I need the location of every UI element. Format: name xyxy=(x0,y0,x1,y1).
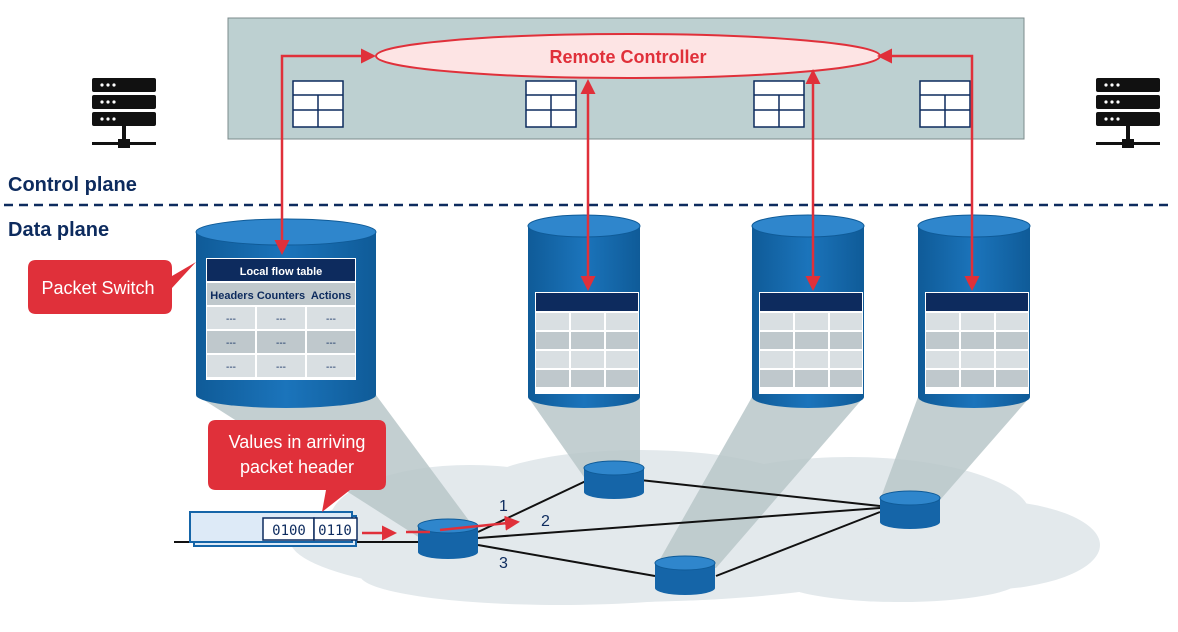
table-icon xyxy=(292,80,344,128)
header-callout-line2: packet header xyxy=(240,457,354,477)
port-label: 2 xyxy=(541,513,550,530)
small-switch xyxy=(879,490,941,529)
flow-table-cell: --- xyxy=(226,338,236,349)
header-values-callout: Values in arriving packet header xyxy=(208,420,386,512)
flow-table-title: Local flow table xyxy=(240,266,323,278)
switch-cylinder-2 xyxy=(527,214,641,408)
packet-path xyxy=(362,515,520,541)
flow-table-cell: --- xyxy=(226,362,236,373)
flow-table-cell: --- xyxy=(276,362,286,373)
switch-cylinder-4 xyxy=(917,214,1031,408)
small-switch xyxy=(654,555,716,595)
packet-field: 0100 xyxy=(272,523,306,539)
data-plane-label: Data plane xyxy=(8,219,109,241)
network-links xyxy=(174,479,881,577)
table-icon xyxy=(919,80,971,128)
flow-table-cell: --- xyxy=(276,314,286,325)
flow-table-cell: --- xyxy=(326,314,336,325)
server-icon xyxy=(1096,78,1160,148)
port-label: 3 xyxy=(499,555,508,572)
table-icon xyxy=(753,80,805,128)
packet-switch-callout: Packet Switch xyxy=(28,260,196,314)
control-channels xyxy=(274,48,980,291)
port-label: 1 xyxy=(499,498,508,515)
flow-table-cell: --- xyxy=(326,338,336,349)
remote-controller-label: Remote Controller xyxy=(549,47,706,67)
flow-table-blank xyxy=(925,292,1029,394)
flow-table-cell: --- xyxy=(276,338,286,349)
flow-table-cell: --- xyxy=(226,314,236,325)
flow-table-header: Actions xyxy=(311,290,351,302)
flow-table-cell: --- xyxy=(326,362,336,373)
packet-field: 0110 xyxy=(318,523,352,539)
flow-table-blank xyxy=(535,292,639,394)
flow-table-header: Headers xyxy=(210,290,253,302)
packet-switch-label: Packet Switch xyxy=(41,278,154,298)
flow-table-blank xyxy=(759,292,863,394)
small-switch xyxy=(417,518,479,559)
flow-table-header: Counters xyxy=(257,290,305,302)
packet: 0100 0110 xyxy=(189,511,358,547)
local-flow-table: Local flow table Headers Counters Action… xyxy=(206,258,356,380)
header-callout-line1: Values in arriving xyxy=(229,432,366,452)
server-icon xyxy=(92,78,156,148)
small-switch xyxy=(583,460,645,499)
control-plane-label: Control plane xyxy=(8,174,137,196)
table-icon xyxy=(525,80,577,128)
switch-cylinder-3 xyxy=(751,214,865,408)
